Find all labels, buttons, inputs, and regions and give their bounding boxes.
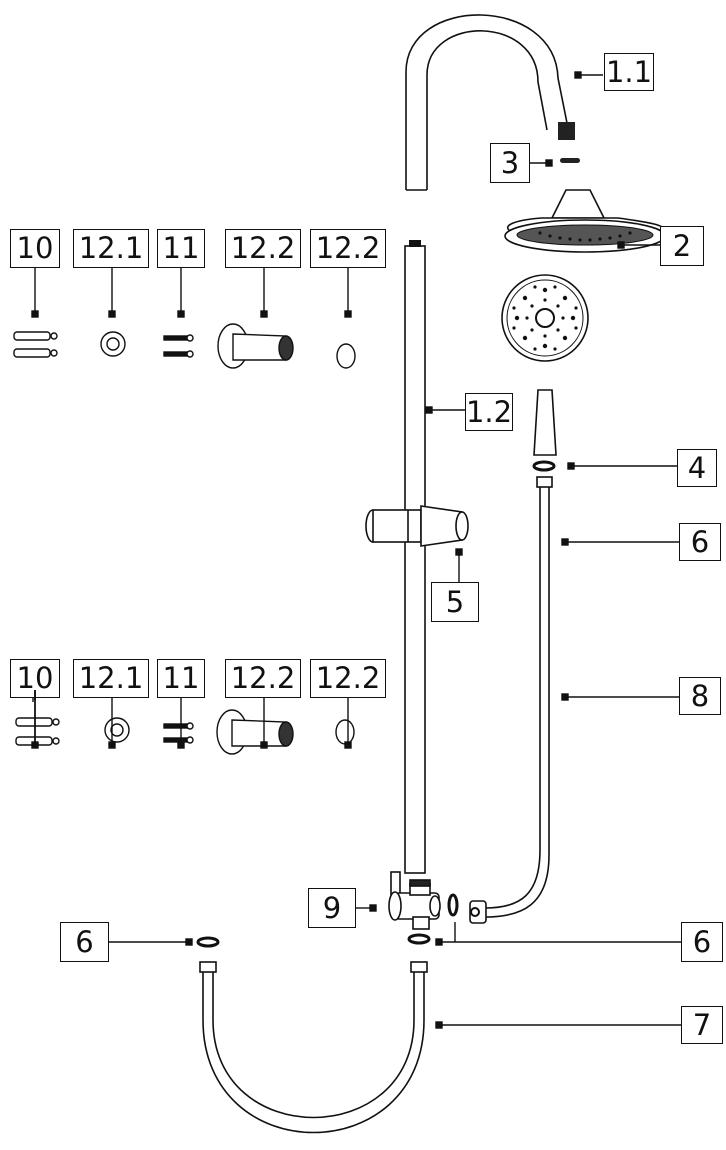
label-upper-seal: 3 [490,143,530,183]
supply-hose [199,961,428,1134]
label-head-shower: 2 [660,226,704,266]
slider-bracket [365,505,469,547]
label-bottom-cap: 12.2 [310,659,386,698]
label-bottom-screws: 11 [157,659,205,698]
inlet-washer-right [407,933,431,945]
label-slider: 5 [431,582,479,622]
shower-rail [404,245,426,874]
label-inlet-seal-right: 6 [681,922,723,962]
label-top-wall-plug: 10 [10,229,60,268]
rain-shower-head [504,189,666,253]
diverter-washer [447,893,459,917]
label-rain-hose: 1.1 [604,53,654,91]
label-top-wall-flange: 12.1 [73,229,149,268]
label-hose-seal-right: 6 [679,523,721,561]
label-diverter: 9 [308,888,356,928]
hose-nut [469,900,487,924]
diverter-valve [388,871,441,930]
top-accessory-group [13,323,356,369]
label-hand-seal: 4 [677,449,717,487]
label-bottom-wall-plug: 10 [10,659,60,698]
hand-shower [501,274,589,456]
hand-shower-washer [532,460,556,472]
curved-shower-arm [405,14,569,191]
bottom-accessory-group [15,709,355,755]
label-supply-hose: 7 [681,1006,723,1044]
shower-hose [484,476,553,918]
label-rail: 1.2 [465,393,513,431]
label-top-bracket: 12.2 [225,229,301,268]
inlet-washer-left [196,936,220,948]
label-shower-hose: 8 [679,677,721,715]
arm-thread [558,122,575,140]
label-bottom-wall-flange: 12.1 [73,659,149,698]
seal-washer [560,158,580,163]
label-top-screws: 11 [157,229,205,268]
label-bottom-bracket: 12.2 [225,659,301,698]
rail-cap [409,240,421,247]
label-inlet-seal-left: 6 [60,922,109,962]
leader-lines [31,71,681,1029]
label-top-cap: 12.2 [310,229,386,268]
